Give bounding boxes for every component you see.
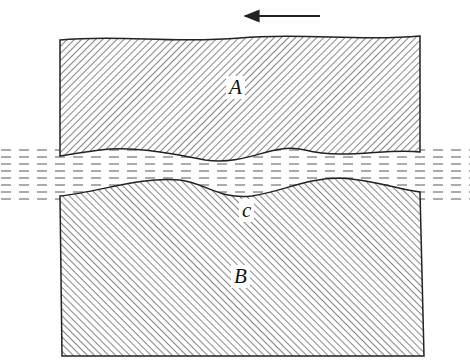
block-a <box>60 36 420 161</box>
motion-arrow <box>245 15 320 17</box>
part-label: c <box>239 199 254 222</box>
block-a-ground <box>60 36 420 161</box>
part-label: B <box>231 265 250 288</box>
block-b-ground <box>60 178 424 356</box>
block-b <box>60 178 424 356</box>
part-label: A <box>226 76 245 99</box>
